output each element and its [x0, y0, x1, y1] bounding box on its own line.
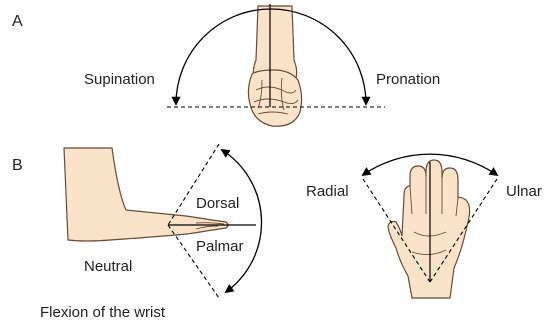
ulnar-label: Ulnar — [506, 183, 542, 200]
dorsal-limit-line — [168, 144, 219, 225]
supination-label: Supination — [84, 71, 155, 88]
panel-b-label: B — [12, 157, 23, 174]
panel-a-label: A — [12, 13, 23, 30]
radial-label: Radial — [306, 183, 349, 200]
neutral-label: Neutral — [84, 258, 132, 275]
pronation-label: Pronation — [376, 71, 440, 88]
fist-illustration — [248, 6, 301, 126]
hand-illustration — [388, 160, 470, 298]
palmar-label: Palmar — [196, 238, 244, 255]
palmar-limit-line — [168, 225, 219, 298]
dorsal-label: Dorsal — [196, 195, 239, 212]
caption-label: Flexion of the wrist — [40, 304, 166, 321]
flexion-arc — [222, 150, 262, 292]
